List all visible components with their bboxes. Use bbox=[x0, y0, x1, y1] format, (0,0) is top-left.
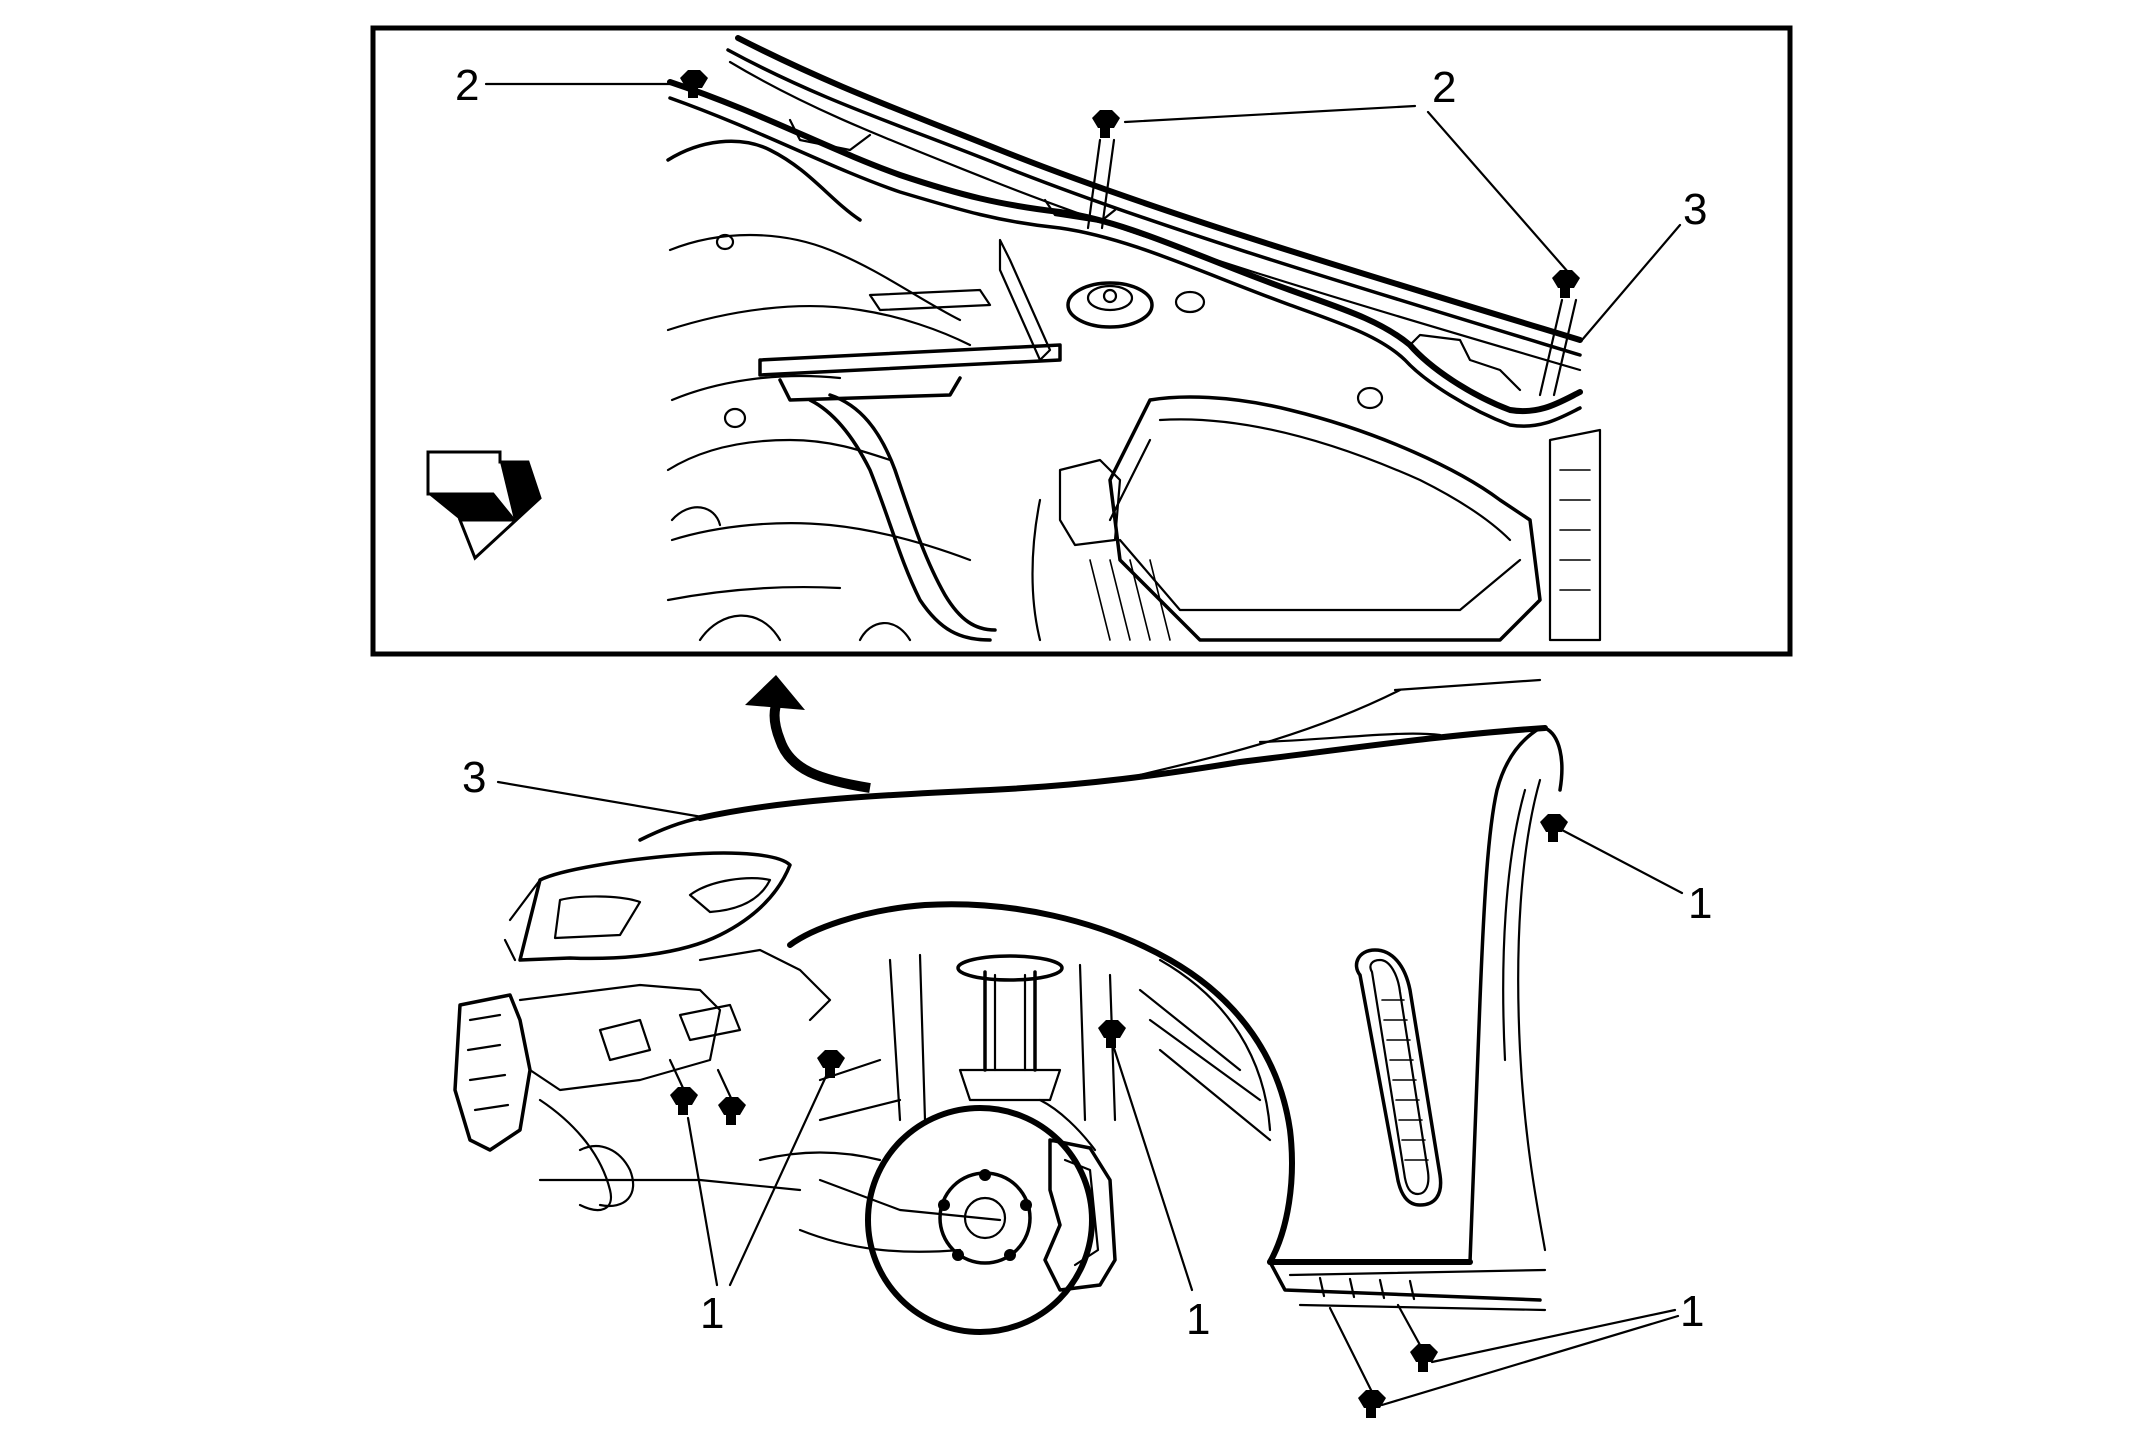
label-1-upper-right: 1 bbox=[1688, 879, 1712, 928]
fastener-bolt-icon bbox=[670, 1087, 698, 1115]
inset-leader-3 bbox=[1580, 223, 1682, 342]
fastener-bolt-icon bbox=[1540, 814, 1568, 842]
inset-label-3: 3 bbox=[1683, 185, 1707, 234]
label-3: 3 bbox=[462, 753, 486, 802]
leader-1-lower-right-a bbox=[1430, 1308, 1677, 1364]
fastener-bolt-icon bbox=[817, 1050, 845, 1078]
label-1-lower-left: 1 bbox=[700, 1289, 724, 1338]
inset-label-2-right: 2 bbox=[1432, 63, 1456, 112]
headlamp bbox=[503, 851, 792, 962]
fastener-bolt-icon bbox=[680, 70, 708, 98]
inset-leader-2-right-b bbox=[1426, 110, 1570, 274]
label-1-lower-right: 1 bbox=[1680, 1287, 1704, 1336]
curved-pointer-arrow-icon bbox=[745, 675, 871, 793]
fastener-bolt-icon bbox=[718, 1097, 746, 1125]
inset-leader-2-right-a bbox=[1123, 104, 1417, 124]
fender-side-vent bbox=[1354, 948, 1443, 1207]
leader-1-upper-right bbox=[1560, 828, 1684, 895]
inset-view: 2 2 3 bbox=[370, 25, 1793, 657]
fastener-bolt-icon bbox=[1358, 1390, 1386, 1418]
brake-caliper bbox=[1038, 1098, 1117, 1292]
label-1-wheel-well: 1 bbox=[1186, 1295, 1210, 1344]
inset-frame bbox=[370, 25, 1793, 657]
fender-upper-flange bbox=[667, 79, 1583, 428]
brake-rotor bbox=[865, 1105, 1095, 1335]
fastener-bolt-icon bbox=[1092, 110, 1120, 138]
inset-label-2-left: 2 bbox=[455, 61, 479, 110]
main-view: 3 1 1 1 1 bbox=[453, 678, 1712, 1418]
rocker-panel bbox=[1268, 1260, 1547, 1312]
leader-3 bbox=[496, 780, 710, 820]
suspension-strut bbox=[798, 953, 1272, 1253]
leader-1-lower-left-a bbox=[686, 1116, 719, 1287]
fender-liner-edge bbox=[1158, 958, 1272, 1132]
view-direction-arrow-icon bbox=[426, 450, 542, 561]
front-structure bbox=[453, 948, 902, 1212]
fastener-bolt-icon bbox=[1552, 270, 1580, 298]
fastener-bolt-icon bbox=[1098, 1020, 1126, 1048]
leader-1-lower-right-b bbox=[1380, 1314, 1680, 1407]
front-fender bbox=[638, 678, 1548, 1265]
leader-1-wheel-well bbox=[1110, 1040, 1194, 1292]
leader-1-lower-left-b bbox=[728, 1070, 830, 1287]
fastener-bolt-icon bbox=[1410, 1344, 1438, 1372]
a-pillar-edge bbox=[1502, 726, 1564, 1252]
engine-bay-structure bbox=[666, 139, 1602, 642]
